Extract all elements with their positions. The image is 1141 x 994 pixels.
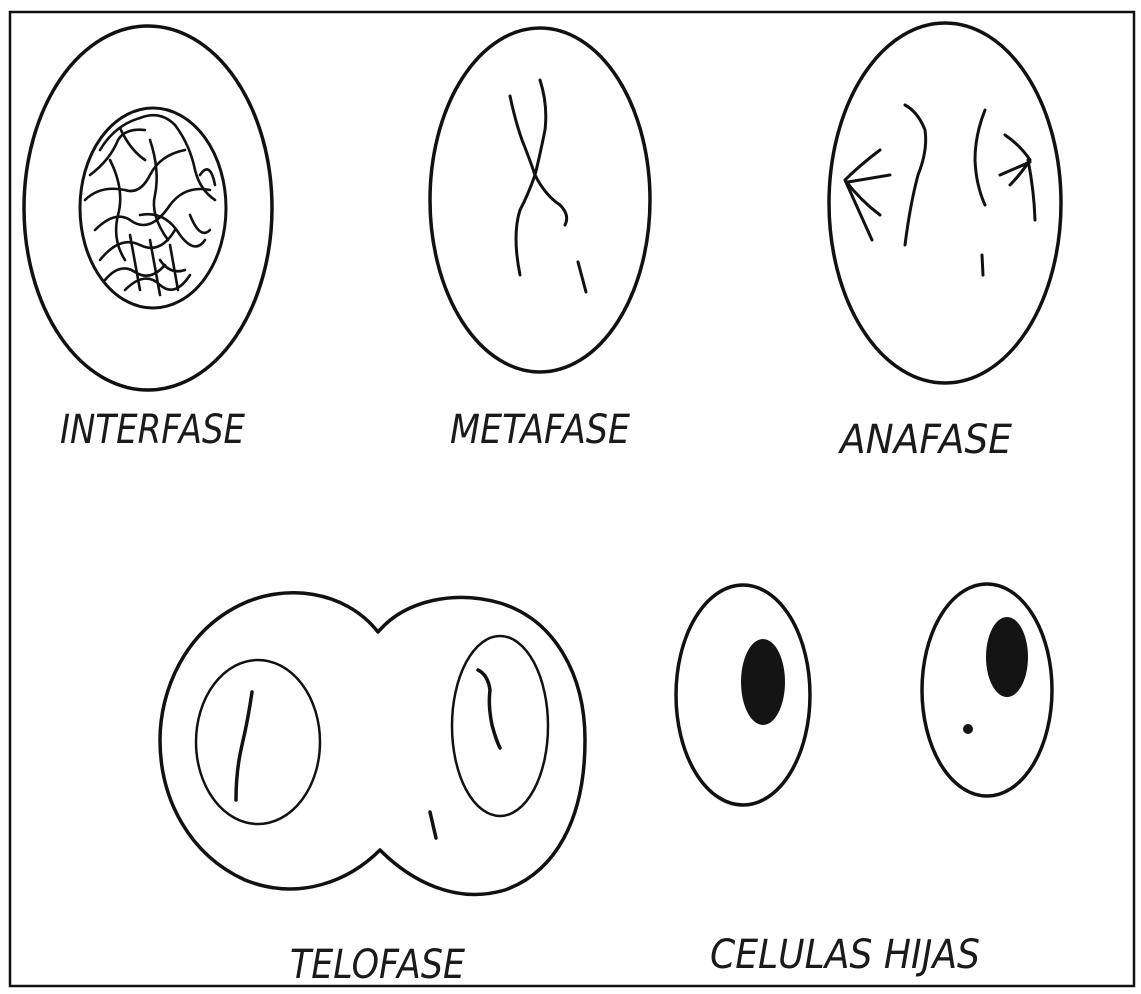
daughter-cell-right-membrane	[922, 584, 1052, 796]
interfase-cell-membrane	[24, 26, 272, 390]
telofase-cell	[160, 593, 585, 895]
telofase-nucleus-right	[452, 636, 548, 816]
daughter-cell-left-nucleus	[741, 639, 785, 725]
anafase-label: ANAFASE	[837, 417, 1012, 463]
daughter-cell-left	[676, 585, 810, 805]
metafase-label: METAFASE	[450, 407, 631, 453]
daughter-cell-right-nucleus	[986, 617, 1028, 697]
anafase-chromosomes-right	[975, 110, 1035, 275]
anafase-cell	[829, 23, 1061, 383]
diagram-frame	[10, 12, 1134, 986]
telofase-chromatin	[236, 670, 500, 838]
metafase-cell	[430, 28, 650, 372]
telofase-label: TELOFASE	[290, 942, 466, 988]
interfase-label: INTERFASE	[60, 407, 246, 453]
daughter-cell-right-speck	[963, 724, 973, 734]
telofase-nucleus-left	[196, 660, 320, 824]
daughter-cell-right	[922, 584, 1052, 796]
telofase-cell-membrane	[160, 593, 585, 895]
interfase-chromatin	[85, 115, 215, 295]
metafase-chromosomes	[510, 80, 586, 292]
interfase-cell	[24, 26, 272, 390]
celulas-hijas-label: CELULAS HIJAS	[710, 932, 980, 978]
anafase-chromosomes-left	[845, 105, 926, 245]
